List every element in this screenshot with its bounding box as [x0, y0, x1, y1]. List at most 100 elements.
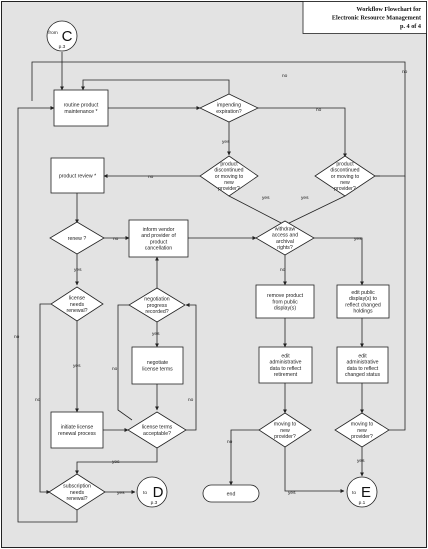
title-page: p. 4 of 4 — [400, 23, 421, 30]
node-label-line: acceptable? — [143, 431, 171, 437]
node-shape — [336, 284, 390, 319]
connector-to-d: to D p.3 — [136, 476, 168, 508]
edge-right-loop — [31, 61, 406, 177]
node-label-line: inform vendor — [143, 227, 175, 233]
node-product-review: product review * — [50, 157, 105, 194]
node-label-line: new — [357, 428, 367, 434]
node-shape — [127, 411, 187, 449]
node-label-line: data to reflect — [347, 366, 379, 372]
svg-text:p.3: p.3 — [59, 44, 66, 50]
node-label-line: product — [150, 239, 168, 245]
node-label-line: changed status — [345, 372, 381, 378]
svg-text:p.3: p.3 — [151, 500, 158, 506]
node-label-line: needs — [70, 490, 85, 496]
connector-to-e: to E p.1 — [346, 476, 378, 508]
svg-text:E: E — [361, 484, 371, 501]
node-shape — [49, 221, 105, 255]
label-no: no — [148, 175, 154, 180]
edges — [17, 52, 406, 523]
node-shape — [255, 220, 315, 256]
node-label-line: administrative — [346, 360, 378, 366]
node-shape — [199, 155, 259, 197]
node-label-line: new — [340, 180, 350, 186]
node-label-line: data to reflect — [270, 366, 302, 372]
node-label-line: license terms — [142, 366, 173, 372]
node-label-line: license terms — [142, 425, 173, 431]
label-no: no — [14, 335, 20, 340]
node-label-line: product — [220, 161, 238, 167]
node-label-line: moving to — [351, 422, 374, 428]
node-renew: renew ? — [49, 221, 105, 255]
edge-disc1-yes — [228, 195, 286, 226]
node-label-line: or moving to — [215, 174, 244, 180]
node-shape — [334, 412, 390, 448]
edge-withdraw-yes — [313, 237, 364, 286]
node-label-line: rights? — [277, 245, 293, 251]
node-end: end — [202, 484, 260, 503]
node-label-line: and provider of — [141, 233, 176, 239]
node-label-line: renewal? — [66, 308, 87, 314]
node-label-line: subscription — [63, 484, 91, 490]
node-label-line: withdraw — [275, 227, 296, 233]
label-yes: yes — [288, 491, 296, 496]
node-label-line: discontinued — [214, 168, 243, 174]
edge-terms-no — [185, 303, 197, 431]
node-shape — [50, 286, 104, 322]
label-no: no — [316, 108, 322, 113]
title-box: Workflow Flowchart for Electronic Resour… — [302, 1, 427, 34]
node-label-line: edit public — [351, 290, 375, 296]
node-label-line: renewal process — [58, 431, 96, 437]
label-yes: yes — [112, 460, 120, 465]
node-label-line: reflect changed — [345, 302, 381, 308]
edge-moving1-no — [229, 429, 259, 486]
label-no: no — [35, 398, 41, 403]
node-label-line: or moving to — [331, 174, 360, 180]
node-label-line: administrative — [269, 360, 301, 366]
label-yes: yes — [152, 332, 160, 337]
label-yes: yes — [117, 491, 125, 496]
label-yes: yes — [301, 196, 309, 201]
label-yes: yes — [73, 364, 81, 369]
edge-subscription-no — [17, 106, 78, 523]
node-shape — [128, 287, 186, 323]
node-label-line: negotiation — [144, 297, 169, 303]
node-label-line: retirement — [274, 372, 298, 378]
edge-impending-no-right — [258, 107, 347, 158]
node-label-line: progress — [147, 303, 168, 309]
connector-from-c: from C p.3 — [46, 20, 78, 52]
node-label-line: expiration? — [216, 109, 241, 115]
node-label-line: provider? — [274, 434, 296, 440]
label-no: no — [113, 237, 119, 242]
node-label-line: access and — [272, 233, 298, 239]
label-yes: yes — [354, 237, 362, 242]
node-label-line: provider? — [334, 186, 356, 192]
label-no: no — [402, 70, 408, 75]
edge-negotiation-no — [117, 304, 133, 421]
edge-license-no — [39, 303, 51, 494]
node-shape — [50, 411, 104, 449]
svg-text:C: C — [62, 28, 73, 45]
node-shape — [314, 155, 376, 197]
node-label-line: product review * — [59, 173, 96, 179]
svg-text:to: to — [143, 490, 147, 496]
node-shape — [131, 346, 184, 385]
node-label-line: display(s) to — [349, 296, 377, 302]
label-yes: yes — [262, 196, 270, 201]
node-shape — [258, 412, 312, 448]
label-no: no — [188, 398, 194, 403]
node-shape — [48, 473, 106, 511]
node-label-line: provider? — [351, 434, 373, 440]
edge-moving2-no — [389, 176, 406, 431]
